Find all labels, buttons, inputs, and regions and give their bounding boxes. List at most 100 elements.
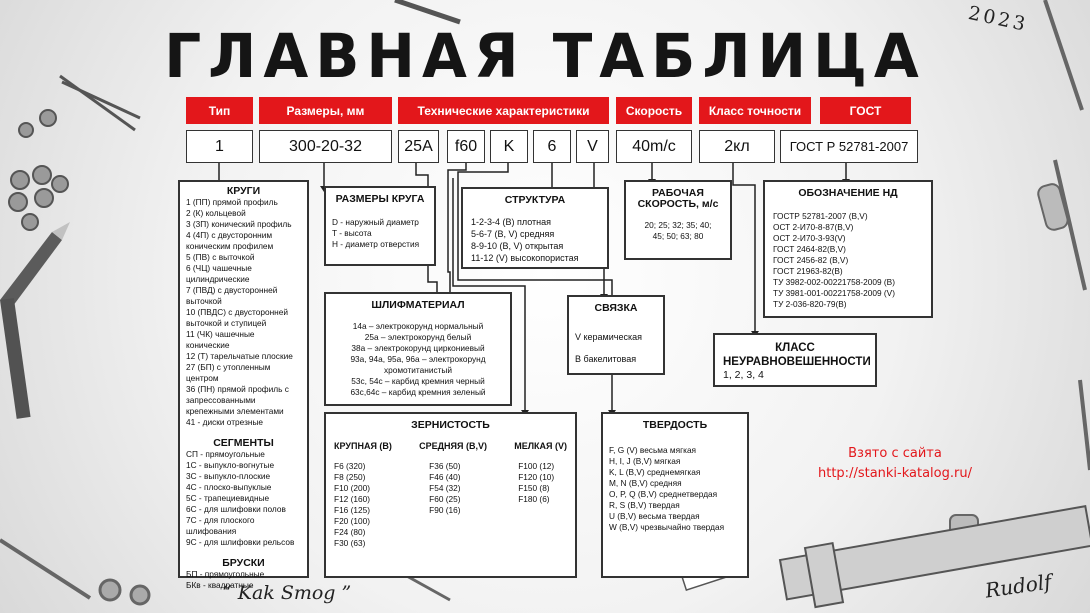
list-item: 2 (К) кольцевой: [186, 208, 246, 218]
list-item: БП - прямоугольные: [186, 569, 265, 579]
value-type: 1: [186, 130, 253, 163]
list-item: ТУ 3982-002-00221758-2009 (B): [773, 277, 895, 287]
header-speed: Скорость: [616, 97, 692, 124]
list-item: цилиндрические: [186, 274, 250, 284]
list-item: 10 (ПВДС) с двусторонней: [186, 307, 288, 317]
header-sizes: Размеры, мм: [259, 97, 392, 124]
drill-bit-icon: [0, 0, 1090, 600]
list-item: хромотитанистый: [383, 365, 453, 375]
list-item: запрессованными: [186, 395, 256, 405]
speed-title-1: РАБОЧАЯ: [652, 187, 704, 199]
list-item: 4С - плоско-выпуклые: [186, 482, 272, 492]
gost-box: ОБОЗНАЧЕНИЕ НД ГОСТР 52781-2007 (B,V)ОСТ…: [763, 180, 933, 318]
structure-title: СТРУКТУРА: [504, 194, 566, 206]
list-item: 38а – электрокорунд циркониевый: [351, 343, 485, 353]
list-item: ТУ 2-036-820-79(B): [773, 299, 847, 309]
list-item: 12 (Т) тарельчатые плоские: [186, 351, 293, 361]
list-item: ОСТ 2-И70-8-87(B,V): [773, 222, 854, 232]
list-item: крепежными элементами: [186, 406, 284, 416]
list-item: 1С - выпукло-вогнутые: [186, 460, 275, 470]
nuts-icon: [8, 109, 69, 231]
list-item: ГОСТ 2456-82 (B,V): [773, 255, 849, 265]
grit-col-medium: СРЕДНЯЯ (B,V) F36 (50)F46 (40)F54 (32)F6…: [419, 441, 487, 549]
value-bond: V: [576, 130, 609, 163]
list-item: K, L (B,V) среднемягкая: [609, 467, 701, 477]
list-item: конические: [186, 340, 230, 350]
list-item: БКв - квадратные: [186, 580, 254, 590]
grit-col-coarse: КРУПНАЯ (B) F6 (320)F8 (250)F10 (200)F12…: [334, 441, 392, 549]
list-item: 6С - для шлифовки полов: [186, 504, 286, 514]
list-item: 25а – электрокорунд белый: [364, 332, 472, 342]
list-item: F150 (8): [518, 483, 550, 493]
list-item: F8 (250): [334, 472, 366, 482]
list-item: 63с,64с – карбид кремния зеленый: [350, 387, 486, 397]
grit-items-medium: F36 (50)F46 (40)F54 (32)F60 (25)F90 (16): [419, 461, 487, 516]
list-item: V керамическая: [575, 332, 642, 342]
segments-title: СЕГМЕНТЫ: [213, 437, 274, 449]
list-item: F180 (6): [518, 494, 550, 504]
grit-head-medium: СРЕДНЯЯ (B,V): [419, 441, 487, 451]
list-item: U (B,V) весьма твердая: [609, 511, 700, 521]
bond-title: СВЯЗКА: [594, 302, 638, 314]
list-item: D - наружный диаметр: [332, 217, 419, 227]
abrasive-box: ШЛИФМАТЕРИАЛ 14а – электрокорунд нормаль…: [324, 292, 512, 406]
signature-left: “ Kak Smog ”: [222, 582, 352, 604]
list-item: F12 (160): [334, 494, 370, 504]
list-item: 1 (ПП) прямой профиль: [186, 197, 278, 207]
krugi-title: КРУГИ: [226, 185, 261, 197]
list-item: 3 (3П) конический профиль: [186, 219, 292, 229]
source-note: Взято с сайта http://stanki-katalog.ru/: [775, 444, 1015, 484]
list-item: выточкой: [186, 296, 222, 306]
list-item: ГОСТР 52781-2007 (B,V): [773, 211, 868, 221]
list-item: 27 (БП) с утопленным: [186, 362, 271, 372]
page-title: ГЛАВНАЯ ТАБЛИЦА: [164, 20, 926, 92]
value-grit: f60: [447, 130, 485, 163]
sizes-title: РАЗМЕРЫ КРУГА: [335, 193, 425, 205]
grit-col-fine: МЕЛКАЯ (V) F100 (12)F120 (10)F150 (8)F18…: [514, 441, 567, 549]
caliper-icon: [778, 505, 1090, 609]
hardness-title: ТВЕРДОСТЬ: [642, 419, 708, 431]
list-item: F36 (50): [429, 461, 461, 471]
list-item: ТУ 3981-001-00221758-2009 (V): [773, 288, 895, 298]
list-item: 6 (ЧЦ) чашечные: [186, 263, 252, 273]
list-item: R, S (B,V) твердая: [609, 500, 680, 510]
list-item: W (B,V) чрезвычайно твердая: [609, 522, 725, 532]
list-item: центром: [186, 373, 219, 383]
list-item: 7 (ПВД) с двусторонней: [186, 285, 278, 295]
list-item: M, N (B,V) средняя: [609, 478, 682, 488]
list-item: 5С - трапециевидные: [186, 493, 270, 503]
list-item: 20; 25; 32; 35; 40;: [644, 220, 712, 230]
list-item: шлифования: [186, 526, 237, 536]
list-item: 53с, 54с – карбид кремния черный: [351, 376, 485, 386]
speed-title-2: СКОРОСТЬ, м/с: [637, 198, 719, 210]
value-abrasive: 25A: [398, 130, 439, 163]
list-item: F90 (16): [429, 505, 461, 515]
value-structure: 6: [533, 130, 571, 163]
list-item: F, G (V) весьма мягкая: [609, 445, 697, 455]
header-accuracy: Класс точности: [699, 97, 811, 124]
pencil-icon: [0, 222, 70, 419]
list-item: F24 (80): [334, 527, 366, 537]
list-item: H, I, J (B,V) мягкая: [609, 456, 681, 466]
abrasive-title: ШЛИФМАТЕРИАЛ: [371, 299, 465, 311]
list-item: F30 (63): [334, 538, 366, 548]
list-item: 14а – электрокорунд нормальный: [352, 321, 484, 331]
value-hardness: K: [490, 130, 528, 163]
source-url[interactable]: http://stanki-katalog.ru/: [818, 466, 972, 481]
list-item: H - диаметр отверстия: [332, 239, 420, 249]
list-item: F16 (125): [334, 505, 370, 515]
imbalance-title-1: КЛАСС: [775, 342, 815, 354]
list-item: 1-2-3-4 (B) плотная: [471, 217, 552, 227]
grit-items-coarse: F6 (320)F8 (250)F10 (200)F12 (160)F16 (1…: [334, 461, 392, 549]
speed-values: 20; 25; 32; 35; 40;45; 50; 63; 80: [630, 220, 726, 242]
